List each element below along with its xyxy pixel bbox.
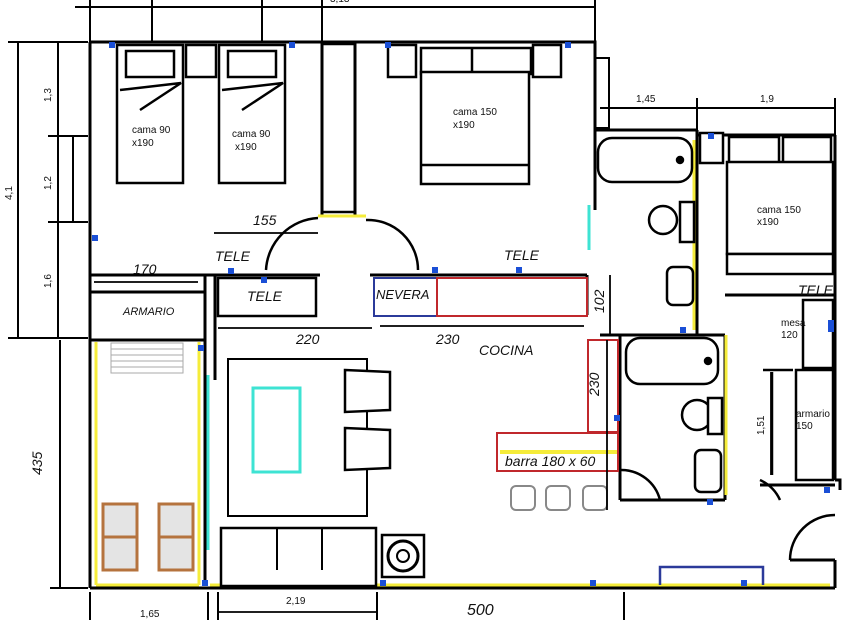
desk-label: mesa xyxy=(781,318,806,329)
bar-label: barra 180 x 60 xyxy=(505,453,596,469)
twin-beds xyxy=(115,43,287,185)
dim-bedroom3-width: 1,9 xyxy=(760,94,774,105)
closet-strip xyxy=(320,42,357,214)
terrace-loungers xyxy=(101,502,195,572)
dim-left-1: 1,3 xyxy=(43,88,54,102)
dim-bottom-left: 1,65 xyxy=(140,609,160,620)
dimension-lines-left xyxy=(8,41,88,589)
dim-wardrobe: 170 xyxy=(133,261,157,277)
bathroom-1 xyxy=(596,131,725,307)
glass-partitions xyxy=(206,205,591,550)
bathroom-2 xyxy=(624,336,724,494)
dim-top-right: 3,13 xyxy=(330,0,349,5)
dim-bottom-mid: 2,19 xyxy=(286,596,306,607)
terrace-grate xyxy=(110,342,184,374)
dim-kitchen-depth: 102 xyxy=(591,289,607,313)
dim-left-lower: 435 xyxy=(29,451,45,475)
radiator xyxy=(658,565,765,585)
bed-label-1a-size: x190 xyxy=(132,138,154,149)
dim-left-3: 1,6 xyxy=(43,274,54,288)
bed-label-2: cama 150 xyxy=(453,107,497,118)
bed-label-1b: cama 90 xyxy=(232,129,271,140)
closet-size: 150 xyxy=(796,421,813,432)
tv-label-hall: TELE xyxy=(215,248,251,264)
fridge-label: NEVERA xyxy=(376,287,430,302)
dimension-arrows xyxy=(94,232,772,613)
kitchen-counter xyxy=(373,277,619,472)
dimension-lines-top xyxy=(75,0,836,135)
tv-unit-label: TELE xyxy=(247,288,283,304)
dim-kitchen: 230 xyxy=(436,331,460,347)
dim-counter: 230 xyxy=(586,372,602,396)
tv-unit xyxy=(216,276,318,318)
double-bed-2 xyxy=(386,43,563,186)
bed-label-1b-size: x190 xyxy=(235,142,257,153)
bed-label-2-size: x190 xyxy=(453,120,475,131)
desk-size: 120 xyxy=(781,330,798,341)
wardrobe-label: ARMARIO xyxy=(123,306,175,318)
dim-closet-height: 1,51 xyxy=(756,415,767,435)
bed-label-1a: cama 90 xyxy=(132,125,171,136)
bar-stools xyxy=(510,485,608,511)
dim-bath-width: 1,45 xyxy=(636,94,656,105)
door-swings xyxy=(264,216,836,561)
tv-label-kitchen: TELE xyxy=(504,247,540,263)
tv-label-bedroom3: TELE xyxy=(798,282,834,298)
bed-label-3-size: x190 xyxy=(757,217,779,228)
dim-left-total: 4,1 xyxy=(4,186,15,200)
bed-label-3: cama 150 xyxy=(757,205,801,216)
living-room-furniture xyxy=(219,358,426,588)
dimension-ticks-bottom xyxy=(89,592,625,620)
dim-bottom-total: 500 xyxy=(467,602,494,619)
double-bed-3 xyxy=(725,135,835,276)
closet-label: armario xyxy=(796,409,830,420)
kitchen-label: COCINA xyxy=(479,342,534,358)
desk-and-closet xyxy=(763,298,835,482)
dim-living: 220 xyxy=(296,331,320,347)
electrical-outlets xyxy=(92,42,834,586)
dim-left-2: 1,2 xyxy=(43,176,54,190)
dim-hall: 155 xyxy=(253,212,277,228)
